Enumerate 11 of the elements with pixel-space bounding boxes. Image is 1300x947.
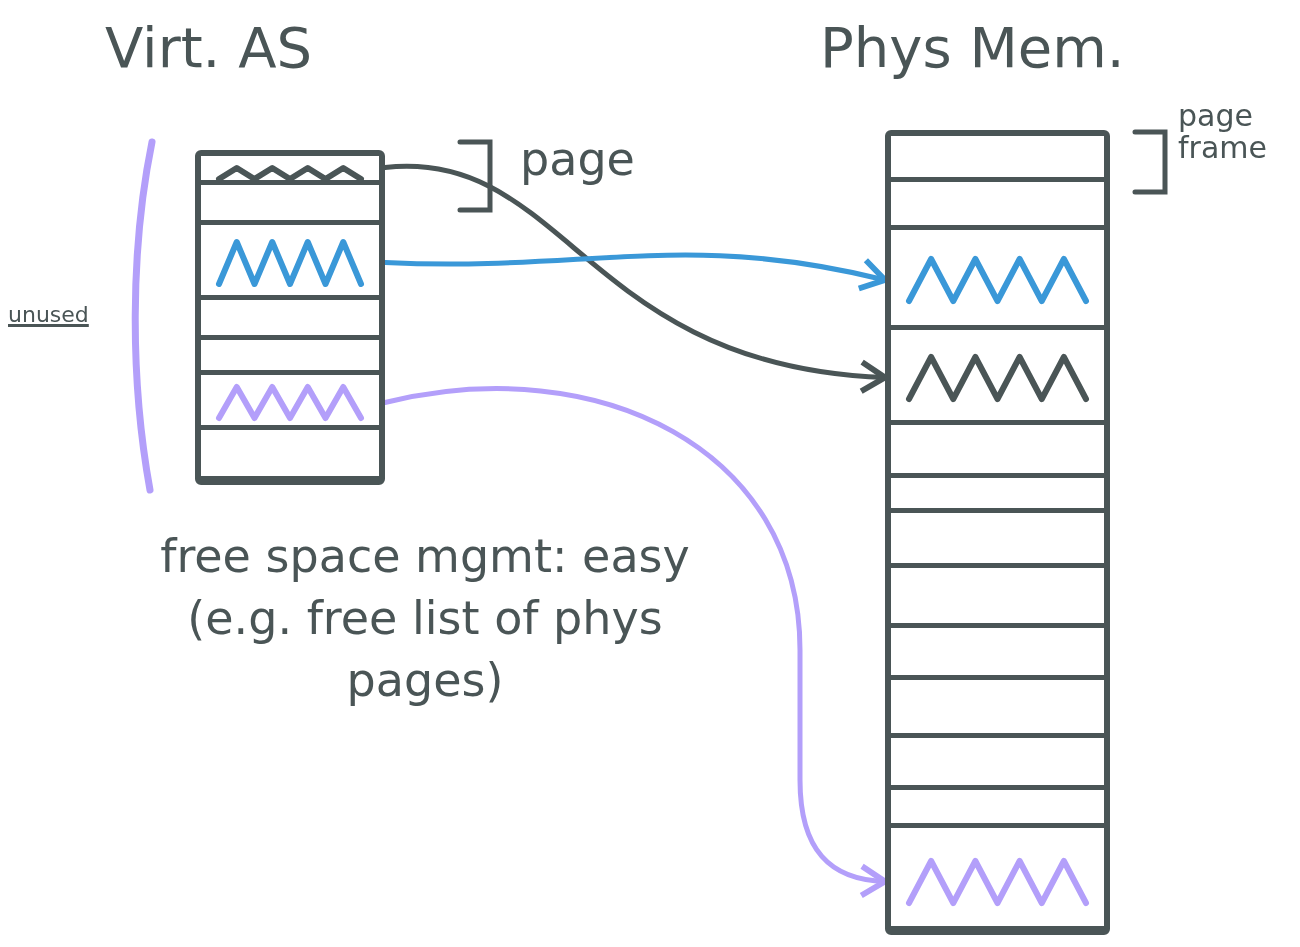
unused-label: unused bbox=[8, 301, 90, 329]
column-heading: Phys Mem. bbox=[820, 15, 1125, 80]
note-text: free space mgmt: easy (e.g. free list of phys pages) bbox=[159, 528, 691, 710]
arrow bbox=[382, 252, 888, 293]
size-label: page bbox=[520, 135, 636, 184]
virtual-address-space-column bbox=[195, 150, 385, 485]
size-label: page frame bbox=[1178, 100, 1268, 163]
arrow bbox=[382, 164, 888, 393]
arrow bbox=[382, 386, 888, 898]
physical-memory-column bbox=[885, 130, 1110, 935]
column-heading: Virt. AS bbox=[105, 15, 313, 80]
